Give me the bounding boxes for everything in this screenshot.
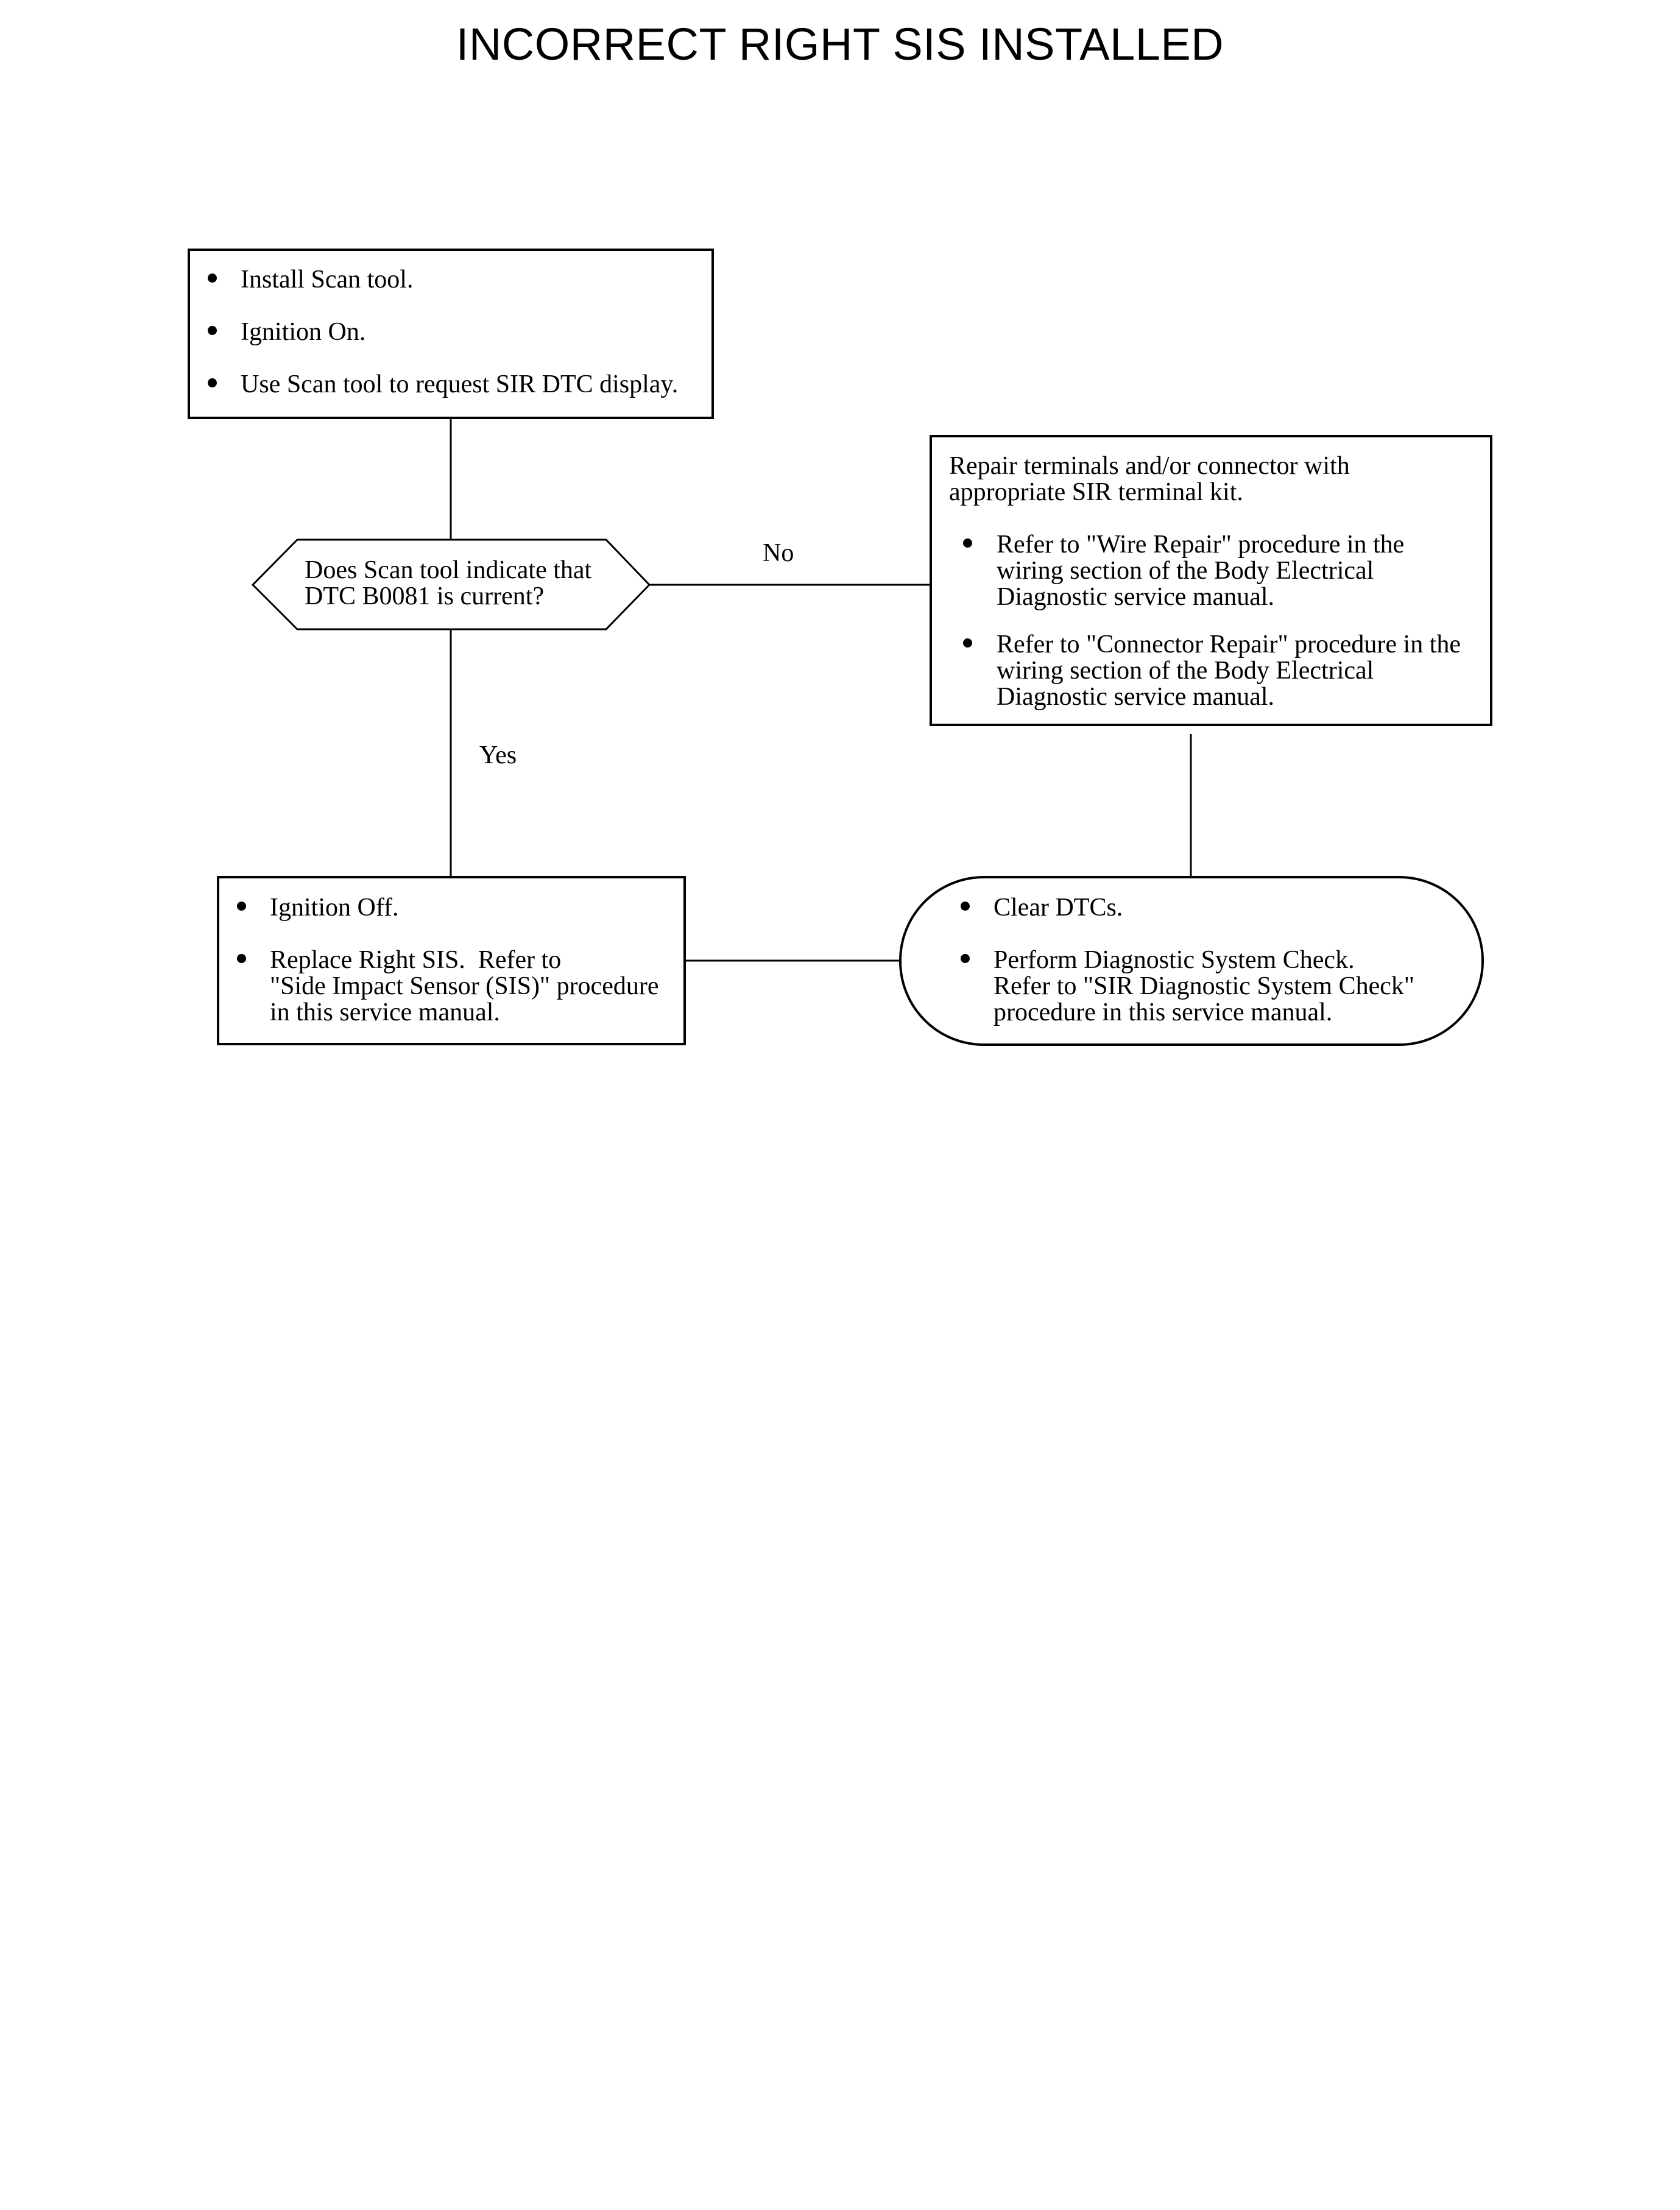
start-item-3: Use Scan tool to request SIR DTC display…: [241, 370, 679, 398]
page-title: INCORRECT RIGHT SIS INSTALLED: [456, 19, 1224, 69]
repair-item-1-line-2: wiring section of the Body Electrical: [997, 557, 1374, 585]
decision-line-2: DTC B0081 is current?: [305, 582, 545, 610]
replace-bullet-1: [237, 902, 246, 911]
repair-bullet-2: [963, 638, 972, 648]
end-bullet-2: [961, 954, 970, 963]
repair-item-2-line-3: Diagnostic service manual.: [997, 683, 1275, 711]
start-item-1: Install Scan tool.: [241, 266, 414, 294]
replace-bullet-2: [237, 954, 246, 963]
repair-item-1-line-1: Refer to "Wire Repair" procedure in the: [997, 531, 1405, 559]
start-bullet-1: [208, 274, 217, 283]
end-item-1: Clear DTCs.: [994, 894, 1123, 922]
end-item-2-line-2: Refer to "SIR Diagnostic System Check": [994, 972, 1415, 1000]
replace-item-2-line-2: "Side Impact Sensor (SIS)" procedure: [270, 972, 659, 1000]
start-item-2: Ignition On.: [241, 318, 366, 346]
end-item-2-line-1: Perform Diagnostic System Check.: [994, 946, 1355, 974]
repair-item-1-line-3: Diagnostic service manual.: [997, 583, 1275, 611]
replace-item-2-line-3: in this service manual.: [270, 998, 500, 1026]
start-bullet-3: [208, 378, 217, 387]
edge-label-no: No: [763, 539, 794, 567]
end-bullet-1: [961, 902, 970, 911]
decision-shape: [251, 538, 651, 630]
repair-intro-line-1: Repair terminals and/or connector with: [949, 452, 1350, 480]
repair-item-2-line-2: wiring section of the Body Electrical: [997, 657, 1374, 685]
repair-item-2-line-1: Refer to "Connector Repair" procedure in…: [997, 630, 1461, 658]
end-terminal: [899, 876, 1484, 1046]
replace-item-2-line-1: Replace Right SIS. Refer to: [270, 946, 562, 974]
replace-item-1: Ignition Off.: [270, 894, 399, 922]
repair-box: [930, 435, 1492, 726]
repair-bullet-1: [963, 538, 972, 548]
edge-label-yes: Yes: [479, 741, 517, 769]
repair-intro-line-2: appropriate SIR terminal kit.: [949, 478, 1243, 506]
end-item-2-line-3: procedure in this service manual.: [994, 998, 1333, 1026]
start-bullet-2: [208, 326, 217, 335]
decision-line-1: Does Scan tool indicate that: [305, 556, 592, 584]
